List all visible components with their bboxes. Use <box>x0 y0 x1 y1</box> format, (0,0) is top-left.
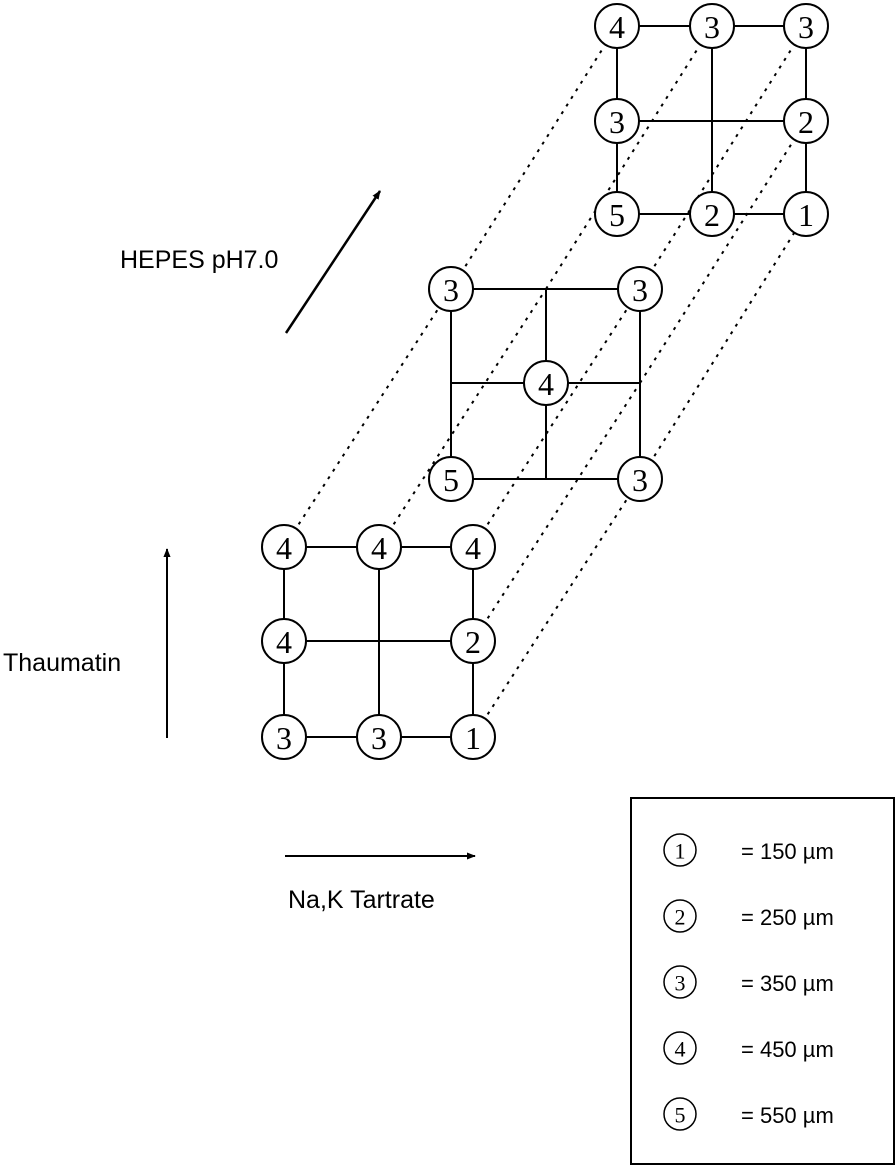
node-value: 4 <box>371 530 387 566</box>
node-value: 3 <box>632 272 648 308</box>
front-node: 4 <box>356 524 402 570</box>
node-value: 3 <box>632 462 648 498</box>
connector-mid-back-mr <box>639 120 807 384</box>
connector-front-mid-tr <box>472 288 641 548</box>
legend-symbol <box>663 1031 697 1065</box>
legend-item: 1 = 150 µm <box>663 833 834 867</box>
vertical-axis-label: Thaumatin <box>3 649 121 677</box>
legend-item-label: = 250 µm <box>741 905 834 930</box>
legend: 1 = 150 µm 2 = 250 µm 3 = 350 µm 4 = 450… <box>630 797 895 1165</box>
legend-symbol <box>663 965 697 999</box>
node-value: 4 <box>465 530 481 566</box>
middle-node: 4 <box>523 360 569 406</box>
node-value: 1 <box>798 197 814 233</box>
node-value: 3 <box>371 720 387 756</box>
middle-node: 3 <box>428 266 474 312</box>
connector-front-mid-br <box>472 478 641 738</box>
node-value: 3 <box>609 104 625 140</box>
back-node: 3 <box>594 98 640 144</box>
legend-symbol-number: 2 <box>675 905 686 930</box>
back-node: 3 <box>689 3 735 49</box>
front-node: 4 <box>261 618 307 664</box>
connector-mid-back-tr <box>639 25 807 290</box>
node-value: 1 <box>465 720 481 756</box>
front-node: 1 <box>450 714 496 760</box>
node-value: 3 <box>798 9 814 45</box>
connector-mid-back-tc <box>545 25 713 290</box>
legend-item-label: = 150 µm <box>741 839 834 864</box>
node-value: 4 <box>609 9 625 45</box>
back-node: 3 <box>783 3 829 49</box>
back-node: 5 <box>594 191 640 237</box>
grid-back <box>616 25 807 215</box>
legend-item: 3 = 350 µm <box>663 965 834 999</box>
legend-item: 4 = 450 µm <box>663 1031 834 1065</box>
node-value: 5 <box>609 197 625 233</box>
middle-node: 3 <box>617 456 663 502</box>
horizontal-axis-label: Na,K Tartrate <box>288 886 435 914</box>
node-value: 2 <box>798 104 814 140</box>
legend-symbol <box>663 833 697 867</box>
legend-item: 2 = 250 µm <box>663 899 834 933</box>
legend-item-label: = 450 µm <box>741 1037 834 1062</box>
legend-symbol-number: 1 <box>675 839 686 864</box>
middle-node: 3 <box>617 266 663 312</box>
node-value: 5 <box>443 462 459 498</box>
node-value: 4 <box>276 530 292 566</box>
front-node: 4 <box>450 524 496 570</box>
connector-front-mid-mr <box>472 382 641 642</box>
legend-symbol-number: 3 <box>675 971 686 996</box>
legend-item-label: = 350 µm <box>741 971 834 996</box>
front-node: 2 <box>450 618 496 664</box>
front-node: 4 <box>261 524 307 570</box>
grid-front <box>283 546 474 738</box>
middle-node: 5 <box>428 456 474 502</box>
legend-symbol-number: 5 <box>675 1103 686 1128</box>
legend-item-label: = 550 µm <box>741 1103 834 1128</box>
node-value: 3 <box>704 9 720 45</box>
node-value: 2 <box>704 197 720 233</box>
back-node: 1 <box>783 191 829 237</box>
depth-axis-label: HEPES pH7.0 <box>120 246 278 274</box>
connector-front-mid-tc <box>378 288 547 548</box>
legend-symbol <box>663 899 697 933</box>
connector-front-mid-tl <box>283 288 452 548</box>
front-node: 3 <box>261 714 307 760</box>
back-node: 4 <box>594 3 640 49</box>
legend-symbol-number: 4 <box>675 1037 686 1062</box>
front-node: 3 <box>356 714 402 760</box>
back-node: 2 <box>689 191 735 237</box>
legend-symbol <box>663 1097 697 1131</box>
legend-item: 5 = 550 µm <box>663 1097 834 1131</box>
connector-mid-back-tl <box>450 25 618 290</box>
node-value: 4 <box>538 366 554 402</box>
depth-arrow <box>284 190 382 334</box>
depth-connectors <box>283 25 807 738</box>
node-value: 3 <box>443 272 459 308</box>
node-value: 3 <box>276 720 292 756</box>
node-value: 2 <box>465 624 481 660</box>
back-node: 2 <box>783 98 829 144</box>
node-value: 4 <box>276 624 292 660</box>
